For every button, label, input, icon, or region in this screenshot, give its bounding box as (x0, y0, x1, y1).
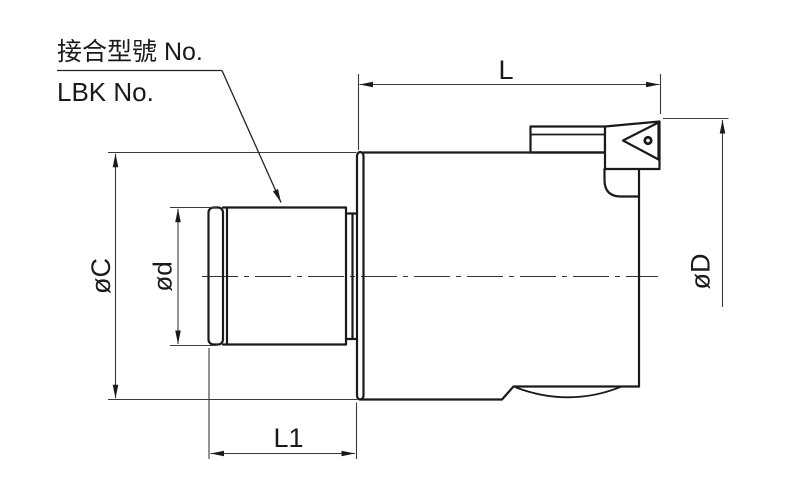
dim-label-dia-d: ød (148, 261, 178, 291)
dimension-lines (112, 81, 726, 457)
labels: 接合型號 No. LBK No. L L1 øC ød øD (57, 38, 716, 453)
clamp-bar-outline (529, 125, 607, 154)
dim-label-L1: L1 (273, 423, 303, 453)
part-tool-head (603, 120, 661, 198)
body-bottom-flat-arc (515, 385, 622, 399)
dim-label-dia-C: øC (86, 258, 116, 294)
dim-label-L: L (498, 55, 513, 85)
dim-label-dia-D: øD (686, 254, 716, 290)
leader-line (221, 70, 282, 203)
shank-neck (344, 212, 359, 341)
callout-leader (57, 69, 282, 203)
callout-lbk-no-label: LBK No. (57, 77, 154, 107)
body-front-flange (355, 150, 365, 401)
insert-screw-hole (643, 135, 653, 146)
extension-lines (108, 74, 729, 459)
triangle-insert (621, 121, 660, 161)
part-shank (207, 206, 359, 346)
part-clamp-bar (529, 125, 607, 154)
tool-head-pocket (603, 167, 641, 198)
shank-cylinder (221, 206, 348, 346)
body-bottom-edge (358, 385, 641, 401)
part-body (355, 150, 641, 401)
callout-joint-type-label: 接合型號 No. (57, 38, 203, 66)
